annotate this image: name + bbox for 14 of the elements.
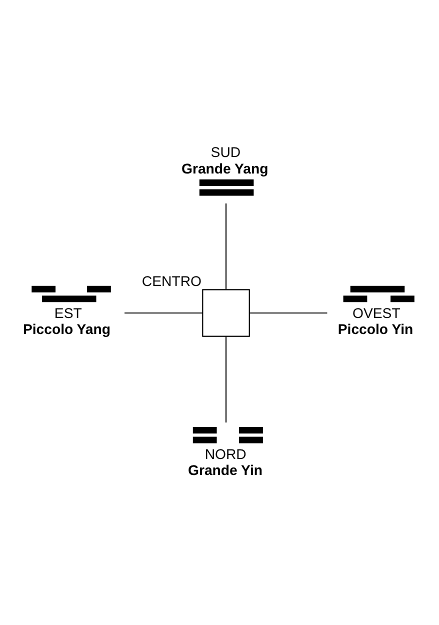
- node-label: Grande Yin: [188, 462, 263, 478]
- connector: [250, 312, 328, 314]
- node-label: Grande Yang: [181, 160, 268, 176]
- connector: [124, 312, 203, 314]
- node-label: CENTRO: [142, 272, 202, 288]
- node-label: SUD: [210, 144, 241, 160]
- connector: [225, 202, 227, 289]
- node-label: EST: [54, 304, 82, 320]
- node-label: Piccolo Yang: [22, 320, 111, 337]
- node-label: NORD: [204, 445, 246, 462]
- connector: [225, 336, 227, 422]
- node-label: OVEST: [352, 304, 400, 320]
- node-label: Piccolo Yin: [338, 320, 414, 337]
- node-box: [202, 288, 250, 336]
